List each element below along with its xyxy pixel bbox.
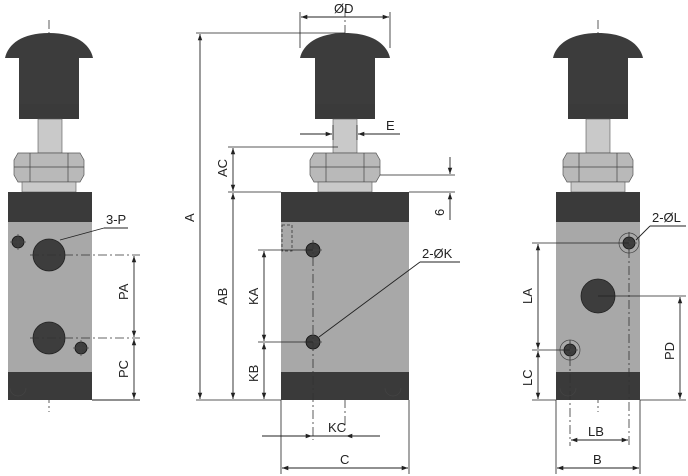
side-view: ØD A AC AB KA KB E 6 — [182, 1, 460, 474]
label-ab: AB — [215, 288, 230, 305]
end-view: 2-ØL LA LC PD LB B — [520, 20, 686, 474]
label-c: C — [340, 452, 349, 467]
front-view: 3-P PA PC — [5, 20, 140, 412]
label-3-p: 3-P — [106, 212, 126, 227]
label-kb: KB — [246, 365, 261, 382]
push-button-knob — [5, 33, 93, 58]
label-od: ØD — [334, 1, 354, 16]
label-pd: PD — [662, 342, 677, 360]
label-2-k: 2-ØK — [422, 246, 453, 261]
label-ka: KA — [246, 287, 261, 305]
hex-nut — [13, 152, 85, 183]
label-a: A — [182, 213, 197, 222]
label-ac: AC — [215, 159, 230, 177]
label-6: 6 — [432, 209, 447, 216]
label-e: E — [386, 118, 395, 133]
label-kc: KC — [328, 420, 346, 435]
label-b: B — [593, 452, 602, 467]
label-lc: LC — [520, 369, 535, 386]
plunger-stem — [37, 118, 63, 154]
label-lb: LB — [588, 424, 604, 439]
label-la: LA — [520, 288, 535, 304]
label-2-l: 2-ØL — [652, 210, 681, 225]
valve-body-side — [281, 222, 409, 372]
label-pa: PA — [116, 283, 131, 300]
push-button-knob-side — [300, 33, 390, 58]
label-pc: PC — [116, 360, 131, 378]
